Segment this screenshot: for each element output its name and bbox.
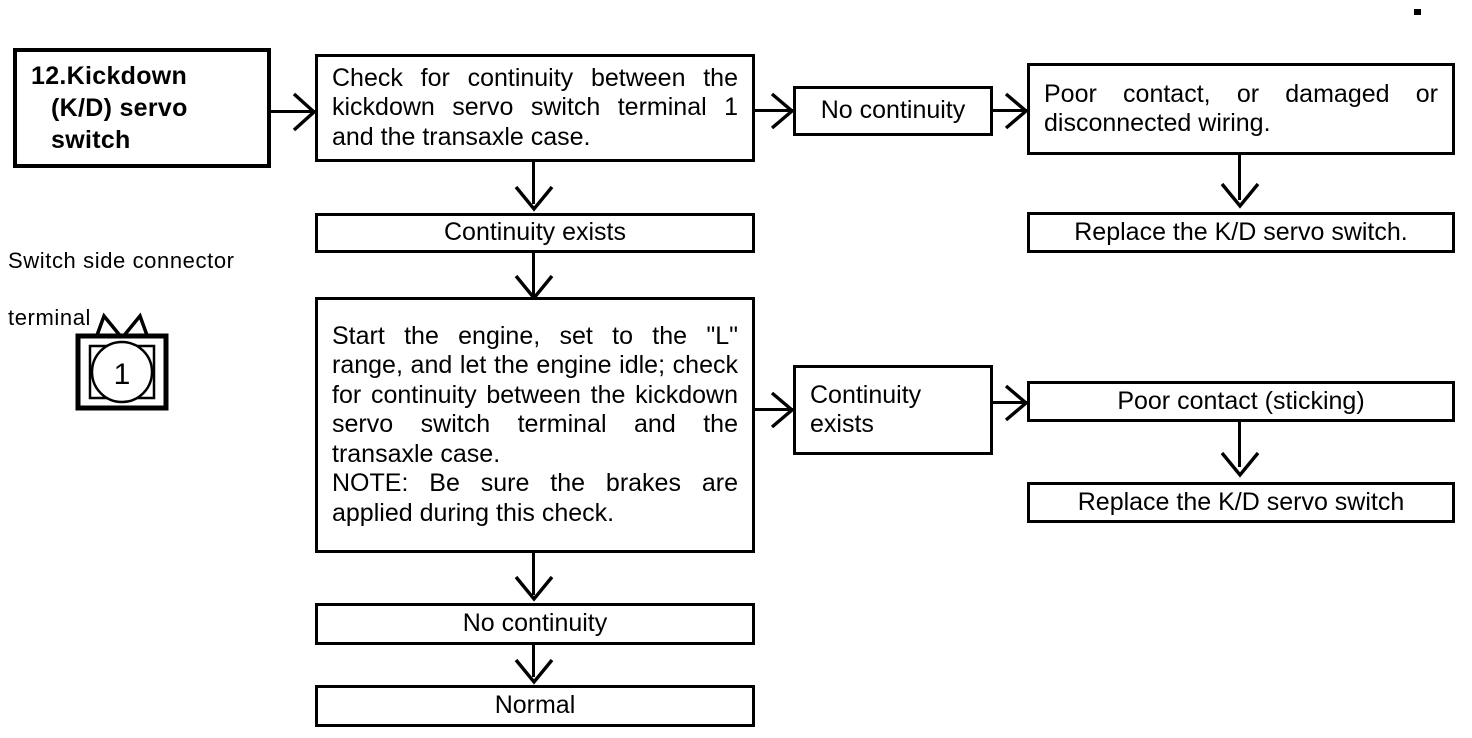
no-continuity-top-label: No continuity [820,96,966,125]
arrowhead-no-continuity-to-normal [514,658,554,685]
replace-switch-top-label: Replace the K/D servo switch. [1074,217,1408,246]
scan-speck [1414,9,1421,15]
node-no-continuity-bottom[interactable]: No continuity [315,603,755,645]
poor-contact-wiring-line-2: disconnected wiring. [1044,109,1271,137]
terminal-number: 1 [114,358,131,391]
arrowhead-poor-contact-sticking-to-replace-bottom [1220,451,1260,478]
arrowhead-continuity-exists-mid-to-poor-contact-sticking [1004,384,1029,422]
check-continuity-line-1: Check for continuity between the [332,63,738,92]
connector-no-continuity-to-poor-contact [993,109,1030,112]
connector-check-to-no-continuity [755,109,795,112]
poor-contact-wiring-line-1: Poor contact, or damaged or [1044,79,1438,108]
connector-start-engine-to-continuity-exists-mid [755,408,795,411]
start-engine-line-1: Start the engine, set to the "L" [332,321,738,350]
start-engine-line-5: transaxle case. [332,439,501,468]
start-engine-note-line-1: NOTE: Be sure the brakes are [332,469,738,498]
node-poor-contact-damaged-wiring[interactable]: Poor contact, or damaged or disconnected… [1027,63,1455,155]
arrowhead-check-to-continuity-exists [514,185,554,212]
node-kickdown-servo-switch-title[interactable]: 12.Kickdown (K/D) servo switch [13,48,271,168]
node-start-engine-check[interactable]: Start the engine, set to the "L" range, … [315,297,755,553]
node-no-continuity-top[interactable]: No continuity [793,86,993,136]
replace-switch-bottom-label: Replace the K/D servo switch [1077,487,1405,516]
check-continuity-line-2: kickdown servo switch terminal 1 [332,93,738,122]
title-line-3: switch [51,126,131,154]
node-replace-switch-top[interactable]: Replace the K/D servo switch. [1027,212,1455,253]
start-engine-line-2: range, and let the engine idle; check [332,351,738,380]
arrowhead-start-engine-to-continuity-exists-mid [770,391,795,429]
node-normal[interactable]: Normal [315,685,755,727]
arrowhead-check-to-no-continuity [770,92,795,130]
poor-contact-sticking-label: Poor contact (sticking) [1117,386,1365,415]
node-check-continuity[interactable]: Check for continuity between the kickdow… [315,54,755,162]
connector-title-to-check [271,110,315,113]
continuity-exists-top-label: Continuity exists [443,218,627,247]
title-line-2: (K/D) servo [51,94,188,122]
node-continuity-exists-top[interactable]: Continuity exists [315,213,755,253]
arrowhead-no-continuity-to-poor-contact [1004,92,1029,130]
legend-caption-line-2: terminal [8,304,92,330]
arrowhead-start-engine-to-no-continuity [514,575,554,602]
continuity-exists-mid-line-1: Continuity [810,380,922,409]
connector-poor-contact-sticking-to-replace-bottom [1238,422,1241,467]
start-engine-line-4: servo switch terminal and the [332,410,738,439]
node-poor-contact-sticking[interactable]: Poor contact (sticking) [1027,381,1455,422]
connector-check-to-continuity-exists [532,162,535,204]
connector-start-engine-to-no-continuity [532,553,535,595]
title-line-1: 12.Kickdown [31,62,188,90]
no-continuity-bottom-label: No continuity [462,609,608,638]
start-engine-line-3: for continuity between the kickdown [332,380,738,409]
node-continuity-exists-mid[interactable]: Continuity exists [793,365,993,455]
arrowhead-poor-contact-to-replace-top [1220,182,1260,209]
continuity-exists-mid-line-2: exists [810,410,874,438]
arrowhead-title-to-check [292,92,317,132]
connector-continuity-exists-to-start-engine [532,253,535,295]
node-replace-switch-bottom[interactable]: Replace the K/D servo switch [1027,482,1455,523]
connector-no-continuity-to-normal [532,645,535,677]
legend-caption: Switch side connector terminal [8,218,288,361]
start-engine-note-line-2: applied during this check. [332,498,615,527]
connector-poor-contact-to-replace-top [1238,155,1241,200]
normal-label: Normal [494,691,576,720]
connector-terminal-symbol: 1 [75,312,169,411]
legend-caption-line-1: Switch side connector [8,247,235,273]
connector-continuity-exists-mid-to-poor-contact-sticking [993,401,1030,404]
check-continuity-line-3: and the transaxle case. [332,122,591,151]
